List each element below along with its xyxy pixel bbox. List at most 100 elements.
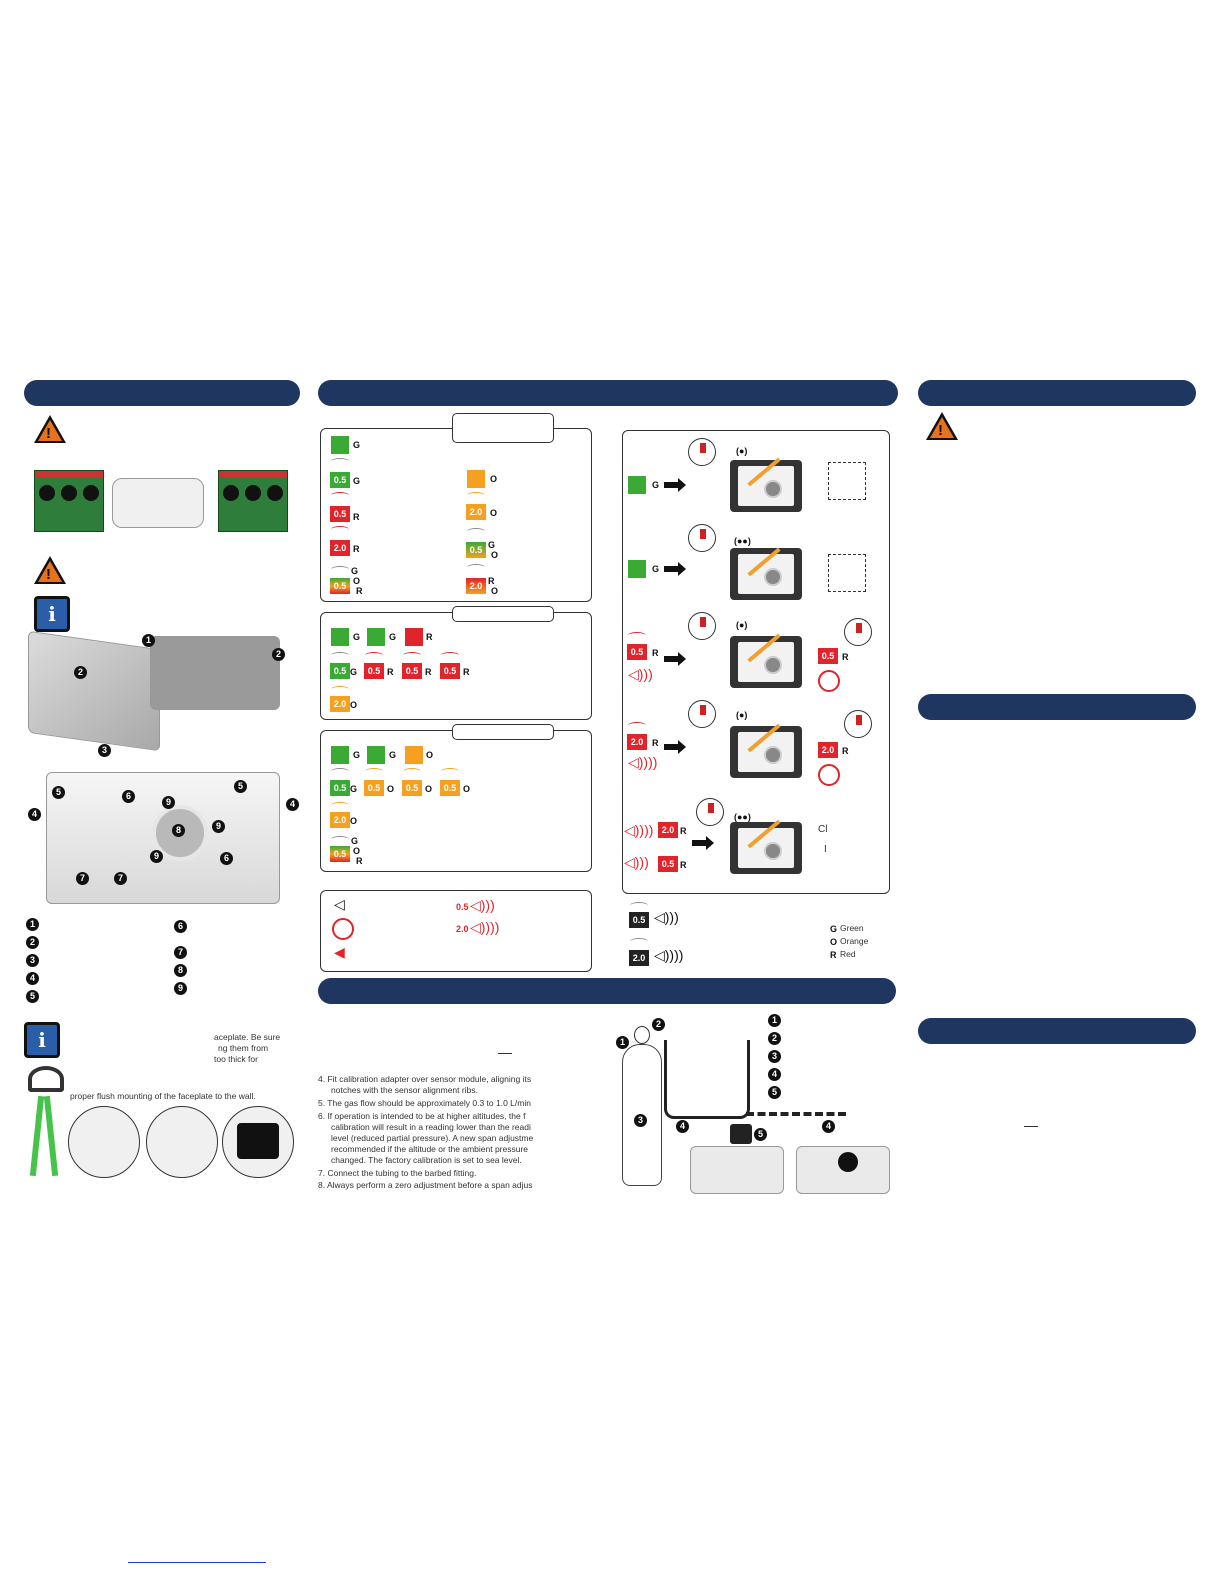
led-letter-o: O [426,750,434,760]
cal-step-4: 4. Fit calibration adapter over sensor m… [318,1074,532,1084]
timer-gauge-icon [688,524,716,552]
diagram-callout-5: 5 [754,1128,767,1141]
chip-05-green-orange: 0.5 [466,542,486,558]
diagram-callout-4: 4 [822,1120,835,1133]
chip-05-multi: 0.5 [330,846,350,862]
sound-wave-icon [628,722,646,729]
sound-legend-panel [320,890,592,972]
green-led [367,628,385,646]
warning-icon: ! [34,556,66,586]
underline-mark [1024,1126,1038,1127]
led-letter-o: O [353,846,361,856]
led-letter-g: G [350,667,358,677]
led-letter-r: R [842,652,849,662]
red-led [405,628,423,646]
callout-9: 9 [150,850,163,863]
right-section-header [918,380,1196,406]
callout-6: 6 [122,790,135,803]
led-letter-r: R [356,586,363,596]
info-icon: i [24,1022,60,1058]
speaker-fast-icon: ◁)))) [628,754,658,770]
callout-4: 4 [28,808,41,821]
faceplate-note-line-4: proper flush mounting of the faceplate t… [70,1091,256,1101]
sound-wave-icon [331,686,349,693]
detail-circle-2 [146,1106,218,1178]
calibration-adapter [730,1124,752,1144]
legend-orange: Orange [840,936,869,946]
right-arrow-icon [664,478,686,492]
sensor-module-image [690,1146,784,1194]
orange-led [467,470,485,488]
single-dot-label: (●) [736,446,748,456]
sound-wave-icon [467,564,485,571]
chip-20-orange: 2.0 [330,696,350,712]
chip-05-multi: 0.5 [330,578,350,594]
right-section-header-2 [918,694,1196,720]
list-number-4: 4 [768,1068,781,1081]
sound-wave-icon [467,528,485,535]
legend-green: Green [840,923,864,933]
list-number-7: 7 [174,946,187,959]
list-number-3: 3 [26,954,39,967]
sound-wave-icon [630,938,648,945]
adapter-cap [838,1152,858,1172]
led-letter-o: O [491,586,499,596]
footer-link[interactable] [128,1562,266,1563]
warning-icon: ! [926,412,958,442]
sound-wave-icon [365,768,383,775]
led-letter-o: O [425,784,433,794]
sound-wave-icon [331,492,349,499]
terminal-block-left [34,470,104,532]
chip-20-orange: 2.0 [330,812,350,828]
diagram-callout-1: 1 [616,1036,629,1049]
right-arrow-icon [664,740,686,754]
timer-gauge-icon [688,700,716,728]
chip-05-green: 0.5 [330,663,350,679]
led-letter-r: R [680,860,687,870]
timer-gauge-icon [696,798,724,826]
green-led [628,560,646,578]
panel-3-tab [452,724,554,740]
sensor-module-image [112,478,204,528]
cal-step-6d: recommended if the altitude or the ambie… [331,1144,529,1154]
callout-9: 9 [212,820,225,833]
list-number-8: 8 [174,964,187,977]
led-letter-g: G [389,632,397,642]
speaker-fast-icon: ◁)))) [470,919,500,935]
sound-wave-icon [331,836,349,843]
chip-05-orange: 0.5 [364,780,384,796]
led-letter-o: O [350,700,358,710]
middle-section-header [318,380,898,406]
faceplate-note-line-1: aceplate. Be sure [214,1032,281,1042]
sound-wave-icon [331,802,349,809]
led-letter-o: O [387,784,395,794]
legend-o: O [830,937,838,947]
right-arrow-icon [692,836,714,850]
led-letter-g: G [351,566,359,576]
list-number-6: 6 [174,920,187,933]
truncated-text-cl: Cl [818,824,828,835]
chip-05-red: 0.5 [364,663,384,679]
speaker-fast-icon: ◁)))) [624,822,654,838]
cal-step-7: 7. Connect the tubing to the barbed fitt… [318,1168,477,1178]
green-led [367,746,385,764]
sound-wave-icon [331,652,349,659]
list-number-9: 9 [174,982,187,995]
led-letter-o: O [463,784,471,794]
led-letter-r: R [387,667,394,677]
led-letter-r: R [425,667,432,677]
detail-circle-1 [68,1106,140,1178]
device-image [730,548,802,600]
timer-gauge-icon [844,618,872,646]
diagram-callout-3: 3 [634,1114,647,1127]
callout-3: 3 [98,744,111,757]
callout-1: 1 [142,634,155,647]
led-letter-r: R [353,512,360,522]
right-section-header-3 [918,1018,1196,1044]
double-dot-label: (●●) [734,812,751,822]
green-led [331,746,349,764]
chip-05-red: 0.5 [330,506,350,522]
chip-05-red: 0.5 [818,648,838,664]
target-crosshair-icon [828,554,866,592]
chip-05-red: 0.5 [402,663,422,679]
